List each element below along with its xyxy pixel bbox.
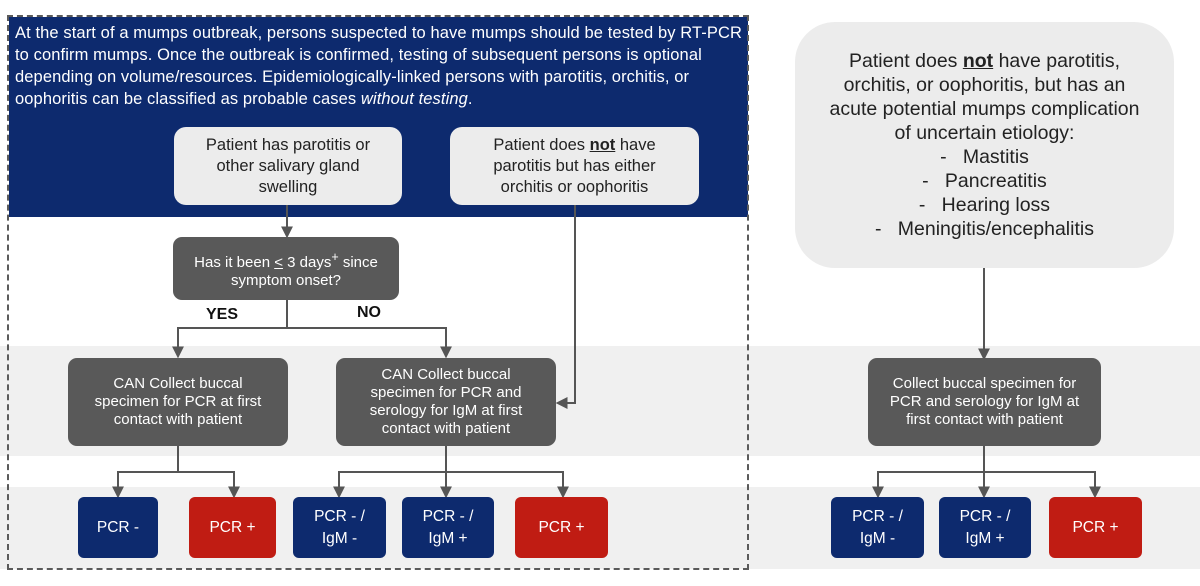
collect-pcr-igm-right-box: Collect buccal specimen for PCR and sero… — [868, 358, 1101, 446]
yes-label: YES — [206, 306, 239, 323]
intro-text: At the start of a mumps outbreak, person… — [15, 24, 743, 108]
complication-item: - Meningitis/encephalitis — [875, 218, 1094, 240]
result-right-pcr-neg-igm-neg: PCR - / IgM - — [831, 497, 924, 558]
complication-item: - Pancreatitis — [922, 170, 1047, 192]
result-pcr-positive-2: PCR + — [515, 497, 608, 558]
result-pcr-neg-igm-neg: PCR - / IgM - — [293, 497, 386, 558]
orchitis-box: Patient does not have parotitis but has … — [450, 127, 699, 205]
result-pcr-positive: PCR + — [189, 497, 276, 558]
result-pcr-neg-igm-pos: PCR - / IgM + — [402, 497, 494, 558]
outbreak-dashed-frame — [7, 15, 749, 570]
complication-panel: Patient does not have parotitis, orchiti… — [795, 22, 1174, 268]
result-right-pcr-positive: PCR + — [1049, 497, 1142, 558]
collect-pcr-igm-box: CAN Collect buccal specimen for PCR and … — [336, 358, 556, 446]
complication-item: - Hearing loss — [918, 194, 1051, 216]
collect-pcr-box: CAN Collect buccal specimen for PCR at f… — [68, 358, 288, 446]
no-label: NO — [357, 304, 381, 321]
days-since-onset-box: Has it been < 3 days+ since symptom onse… — [173, 237, 399, 300]
result-pcr-negative: PCR - — [78, 497, 158, 558]
parotitis-box: Patient has parotitis or other salivary … — [174, 127, 402, 205]
complication-item: - Mastitis — [940, 146, 1029, 168]
result-right-pcr-neg-igm-pos: PCR - / IgM + — [939, 497, 1031, 558]
